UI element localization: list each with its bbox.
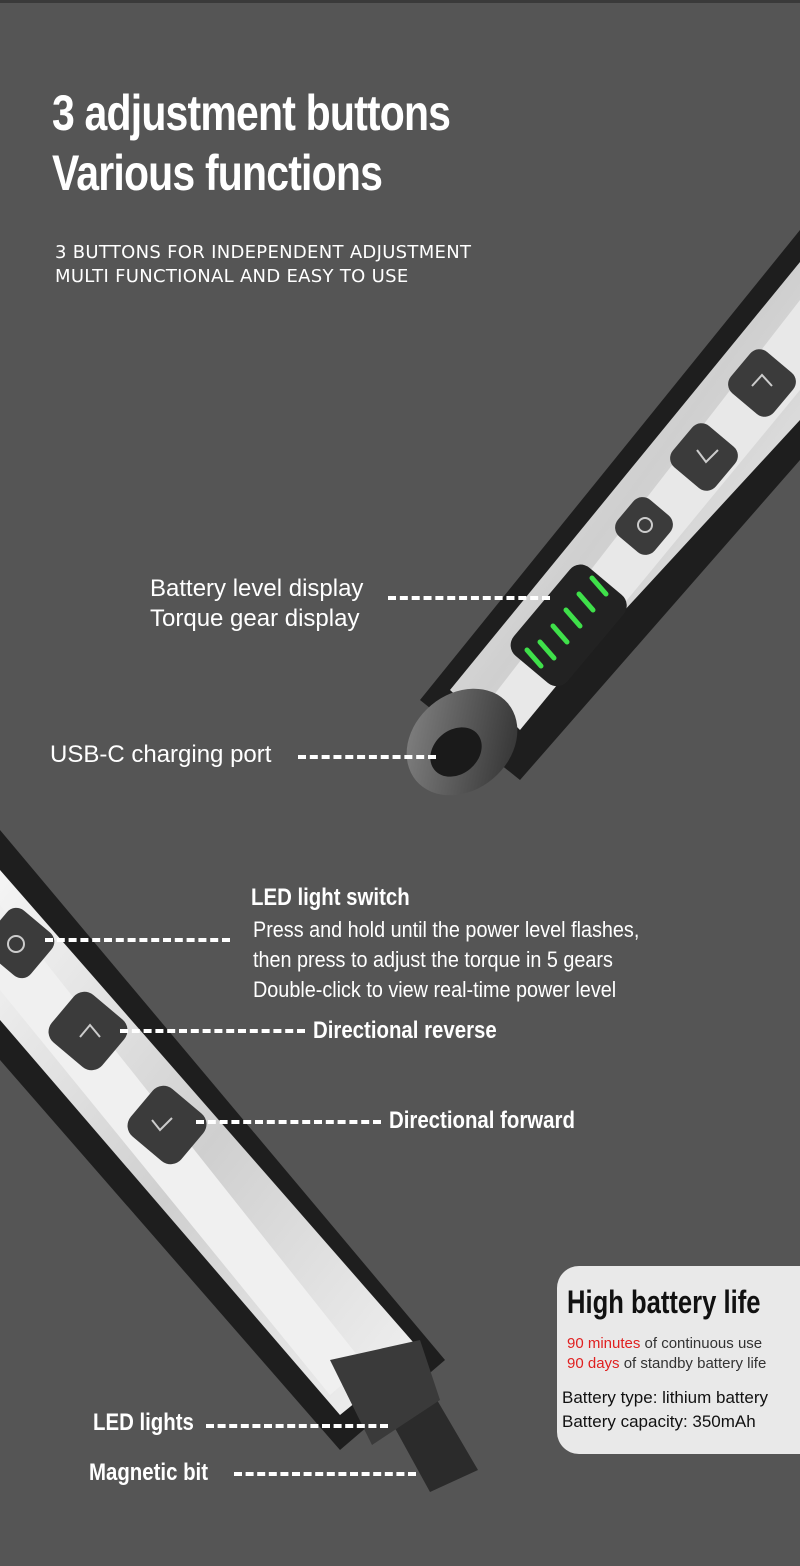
standby-line: 90 days of standby battery life — [567, 1355, 766, 1372]
torque-display-label: Torque gear display — [150, 605, 360, 632]
directional-reverse-label: Directional reverse — [313, 1017, 497, 1044]
battery-type: Battery type: lithium battery — [562, 1388, 768, 1407]
magnetic-bit-leader — [234, 1472, 416, 1476]
continuous-use-line: 90 minutes of continuous use — [567, 1335, 762, 1352]
page-title-line2: Various functions — [52, 145, 383, 201]
battery-capacity: Battery capacity: 350mAh — [562, 1412, 756, 1431]
minutes-value: 90 minutes — [567, 1335, 641, 1352]
reverse-leader — [120, 1029, 305, 1033]
page-title-line1: 3 adjustment buttons — [52, 85, 451, 141]
led-switch-desc-2: then press to adjust the torque in 5 gea… — [253, 947, 613, 972]
minutes-rest: of continuous use — [640, 1335, 763, 1352]
led-level-bars — [524, 575, 609, 669]
led-switch-desc-3: Double-click to view real-time power lev… — [253, 977, 617, 1002]
usb-port-label: USB-C charging port — [50, 741, 272, 768]
subtitle-line2: MULTI FUNCTIONAL AND EASY TO USE — [55, 266, 409, 287]
led-lights-leader — [206, 1424, 388, 1428]
battery-info-panel: High battery life 90 minutes of continuo… — [557, 1266, 800, 1454]
battery-display-leader — [388, 596, 550, 600]
led-switch-leader — [45, 938, 230, 942]
days-value: 90 days — [567, 1355, 620, 1372]
top-border — [0, 0, 800, 3]
battery-display-label: Battery level display — [150, 575, 364, 602]
days-rest: of standby battery life — [619, 1355, 767, 1372]
usb-port-leader — [298, 755, 436, 759]
upper-screwdriver — [406, 230, 800, 796]
led-switch-title: LED light switch — [251, 884, 410, 911]
forward-leader — [196, 1120, 381, 1124]
led-switch-desc-1: Press and hold until the power level fla… — [253, 917, 640, 942]
led-lights-label: LED lights — [93, 1409, 194, 1436]
directional-forward-label: Directional forward — [389, 1107, 575, 1134]
magnetic-bit-label: Magnetic bit — [89, 1459, 209, 1486]
battery-info-title: High battery life — [567, 1284, 761, 1320]
lower-screwdriver — [0, 830, 478, 1492]
subtitle-line1: 3 BUTTONS FOR INDEPENDENT ADJUSTMENT — [55, 242, 472, 263]
